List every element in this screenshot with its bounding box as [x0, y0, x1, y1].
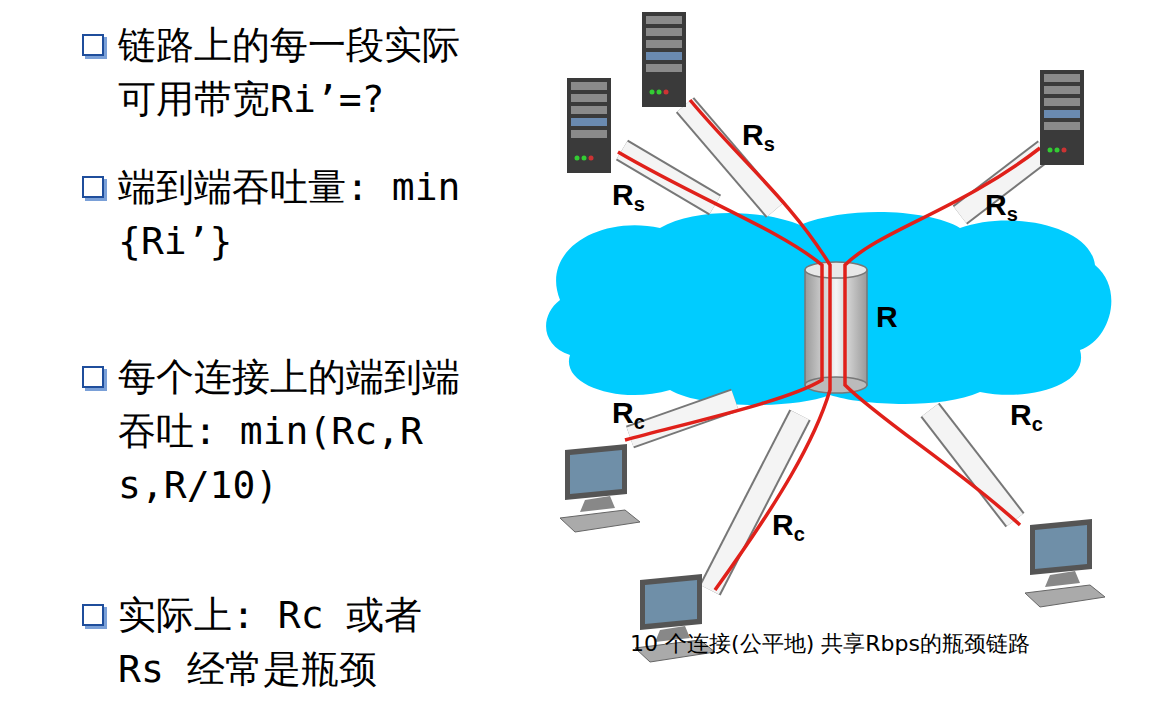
bullet-text: 链路上的每一段实际可用带宽Ri’=? [118, 18, 468, 126]
link-rate-label: Rc [612, 396, 645, 434]
bullet-text: 实际上: Rc 或者 Rs 经常是瓶颈 [118, 588, 468, 696]
link-rate-label: Rs [985, 188, 1018, 226]
link-rate-label: Rs [742, 118, 775, 156]
figure-caption: 10 个连接(公平地) 共享Rbps的瓶颈链路 [620, 628, 1040, 660]
bullet-square [82, 604, 104, 626]
bullet-square [82, 34, 104, 56]
bullet-square [82, 176, 104, 198]
bullet-text: 每个连接上的端到端吞吐: min(Rc,Rs,R/10) [118, 350, 468, 512]
bullet-square [82, 366, 104, 388]
bullet-text: 端到端吞吐量: min{Ri’} [118, 160, 468, 268]
link-rate-label: R [876, 300, 898, 334]
link-rate-label: Rc [772, 508, 805, 546]
link-rate-label: Rs [612, 178, 645, 216]
link-rate-label: Rc [1010, 398, 1043, 436]
